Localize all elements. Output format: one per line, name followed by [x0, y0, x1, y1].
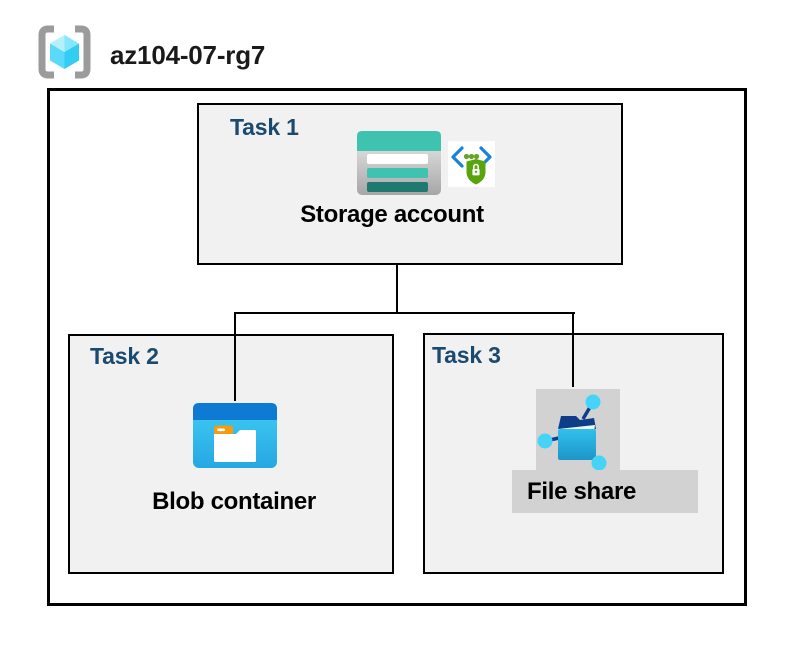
connector-to-fileshare — [572, 313, 574, 387]
task-2-box: Task 2 Blob container — [68, 334, 394, 574]
file-share-icon-highlight — [536, 389, 620, 470]
access-keys-shield-glyph — [451, 146, 492, 185]
blob-container-label: Blob container — [152, 488, 316, 515]
resource-group-name: az104-07-rg7 — [110, 40, 266, 70]
file-share-icon — [537, 394, 607, 470]
file-share-label: File share — [527, 477, 637, 505]
task-1-box: Task 1 — [197, 103, 623, 265]
task-3-label: Task 3 — [432, 342, 501, 368]
connector-to-blob — [234, 313, 236, 401]
resource-group-icon — [38, 25, 91, 79]
file-share-label-highlight: File share — [512, 470, 698, 513]
access-keys-shield-icon — [448, 141, 495, 187]
task-1-label: Task 1 — [230, 114, 299, 140]
storage-account-label: Storage account — [300, 201, 484, 228]
storage-account-icon — [357, 131, 441, 195]
blob-container-icon — [193, 403, 277, 468]
task-2-label: Task 2 — [90, 343, 159, 369]
connector-horizontal — [234, 312, 575, 314]
connector-storage-stem — [396, 265, 398, 313]
